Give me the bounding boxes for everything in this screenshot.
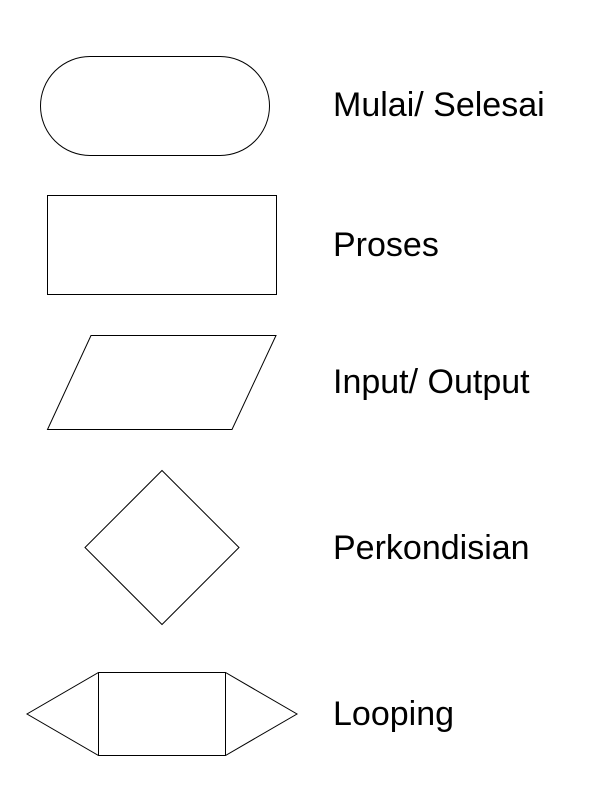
loop-shape <box>26 672 298 756</box>
legend-row-decision: Perkondisian <box>0 0 530 640</box>
legend-row-loop: Looping <box>26 672 455 756</box>
legend-row-input-output: Input/ Output <box>0 0 530 440</box>
legend-row-process: Proses <box>0 0 596 300</box>
input-output-shape <box>0 0 300 440</box>
decision-label: Perkondisian <box>333 529 530 567</box>
loop-label: Looping <box>333 695 455 733</box>
decision-shape <box>0 0 300 640</box>
terminator-shape <box>0 0 300 160</box>
input-output-label: Input/ Output <box>333 363 530 401</box>
legend-row-terminator: Mulai/ Selesai <box>0 0 596 160</box>
process-label: Proses <box>333 226 439 264</box>
terminator-label: Mulai/ Selesai <box>333 86 545 124</box>
process-shape <box>0 0 300 300</box>
